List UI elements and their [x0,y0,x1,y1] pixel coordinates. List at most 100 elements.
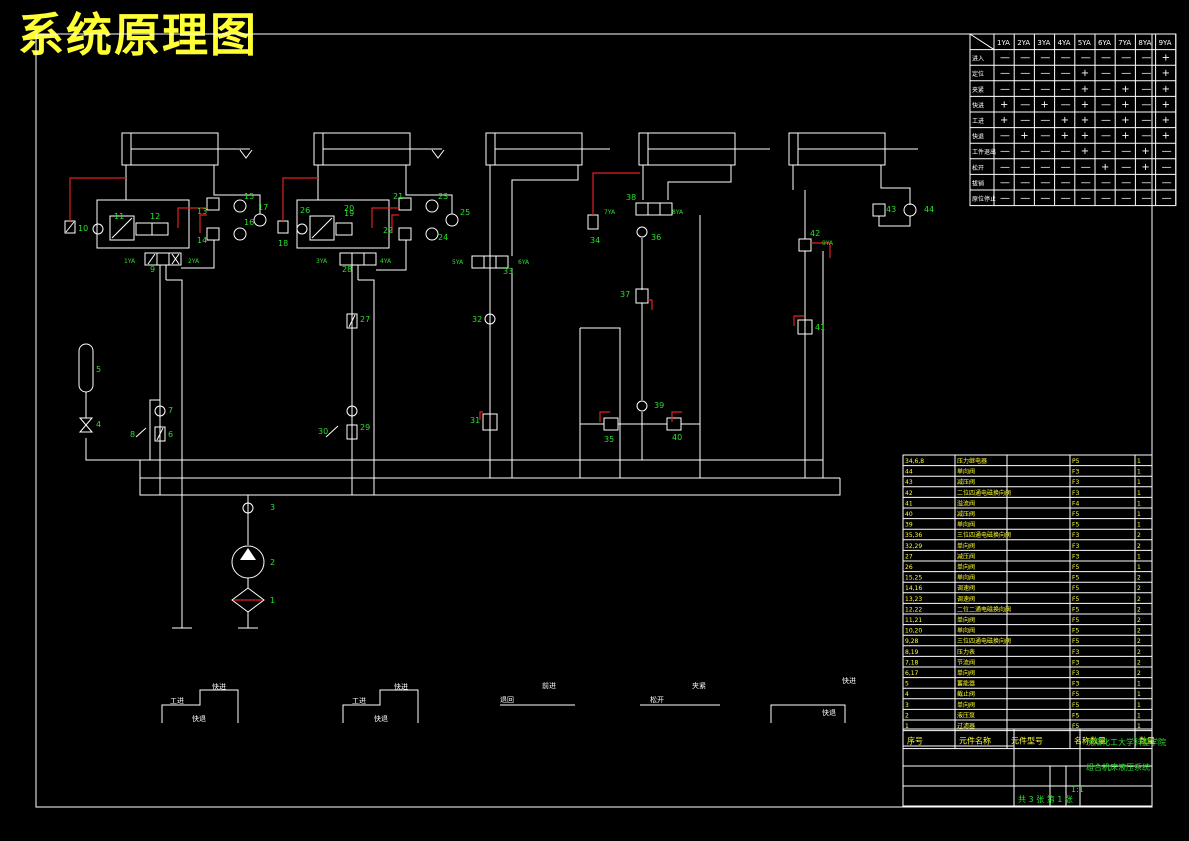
parts-cell: 27 [905,553,913,560]
cycle-label: 快进 [212,682,226,691]
parts-header: 元件名称 [959,736,991,746]
parts-cell: 1 [1137,458,1141,465]
act-row-label: 夹紧 [972,86,984,94]
scale: 1:1 [1071,785,1084,794]
component-label: 26 [300,206,310,215]
act-cell: — [1020,84,1030,95]
parts-cell: F3 [1072,532,1079,539]
parts-cell: 34,6,8 [905,458,924,465]
parts-cell: 1 [1137,723,1141,730]
parts-cell: 6,17 [905,670,919,677]
parts-cell: 7,18 [905,659,919,666]
circuit-1 [64,165,267,495]
circuit-4 [579,165,732,478]
component-label: 34 [590,236,600,245]
parts-cell: F5 [1072,617,1079,624]
act-cell: — [1121,193,1131,204]
act-cell: — [1081,193,1091,204]
act-cell: — [1141,84,1151,95]
component-label: 8 [130,430,135,439]
parts-cell: 调速阀 [957,595,975,603]
component-label: 35 [604,435,614,444]
parts-header: 元件型号 [1011,736,1043,746]
parts-cell: 1 [1137,490,1141,497]
parts-cell: 三位四通电磁换向阀 [957,637,1011,645]
circuit-5 [792,165,917,478]
act-cell: — [1000,131,1010,142]
act-cell: — [1000,162,1010,173]
sheet-info: 共 3 张 第 1 张 [1018,794,1073,804]
parts-cell: 35,36 [905,532,922,539]
cylinder-5 [788,132,918,166]
act-col-header: 3YA [1037,39,1050,47]
act-cell: + [1162,115,1170,126]
parts-cell: P5 [1072,458,1080,465]
component-label: 4 [96,420,101,429]
act-cell: — [1040,162,1050,173]
parts-cell: F5 [1072,511,1079,518]
act-cell: — [1121,177,1131,188]
accumulator [78,343,94,433]
act-cell: — [1121,146,1131,157]
parts-cell: 42 [905,490,913,497]
parts-cell: F3 [1072,479,1079,486]
component-label: 31 [470,416,480,425]
act-cell: + [1061,115,1069,126]
parts-cell: 13,23 [905,596,922,603]
parts-cell: F5 [1072,702,1079,709]
component-label: 30 [318,427,328,436]
act-cell: — [1141,53,1151,64]
component-label: 25 [460,208,470,217]
act-cell: + [1141,146,1149,157]
circuit-2 [277,165,459,495]
act-row-label: 快进 [972,101,984,109]
act-cell: — [1061,177,1071,188]
parts-cell: 2 [1137,596,1141,603]
act-row-label: 快退 [972,133,984,141]
act-cell: — [1040,84,1050,95]
act-cell: — [1040,53,1050,64]
component-label: 32 [472,315,482,324]
parts-cell: 1 [1137,702,1141,709]
parts-cell: 4 [905,691,909,698]
act-cell: + [1081,99,1089,110]
component-label: 7 [168,406,173,415]
component-label: 6 [168,430,173,439]
parts-cell: F3 [1072,649,1079,656]
act-cell: — [1061,53,1071,64]
act-cell: — [1000,193,1010,204]
parts-cell: 1 [1137,469,1141,476]
component-label: 41 [815,323,825,332]
cycle-label: 松开 [650,695,664,704]
act-cell: — [1020,146,1030,157]
act-cell: — [1061,68,1071,79]
component-label: 2 [270,558,275,567]
parts-cell: 5 [905,681,909,688]
parts-cell: 1 [1137,712,1141,719]
component-label: 24 [438,233,448,242]
act-cell: + [1020,131,1028,142]
act-cell: — [1000,84,1010,95]
act-cell: — [1040,193,1050,204]
parts-cell: 44 [905,469,913,476]
act-cell: + [1162,99,1170,110]
component-label: 9 [150,265,155,274]
component-label: 37 [620,290,630,299]
cycle-label: 工进 [352,697,366,705]
component-label: 1 [270,596,275,605]
act-cell: + [1121,99,1129,110]
cycle-label: 快退 [374,714,388,723]
parts-cell: 14,16 [905,585,922,592]
component-label: 29 [360,423,370,432]
page-title: 系统原理图 [18,8,258,62]
cycle-label: 快退 [822,708,836,717]
parts-cell: 单向阀 [957,542,975,550]
parts-cell: 2 [1137,585,1141,592]
component-label: 33 [503,267,513,276]
act-cell: — [1020,53,1030,64]
parts-cell: 1 [1137,564,1141,571]
act-cell: — [1141,177,1151,188]
parts-cell: F3 [1072,469,1079,476]
act-cell: — [1162,162,1172,173]
